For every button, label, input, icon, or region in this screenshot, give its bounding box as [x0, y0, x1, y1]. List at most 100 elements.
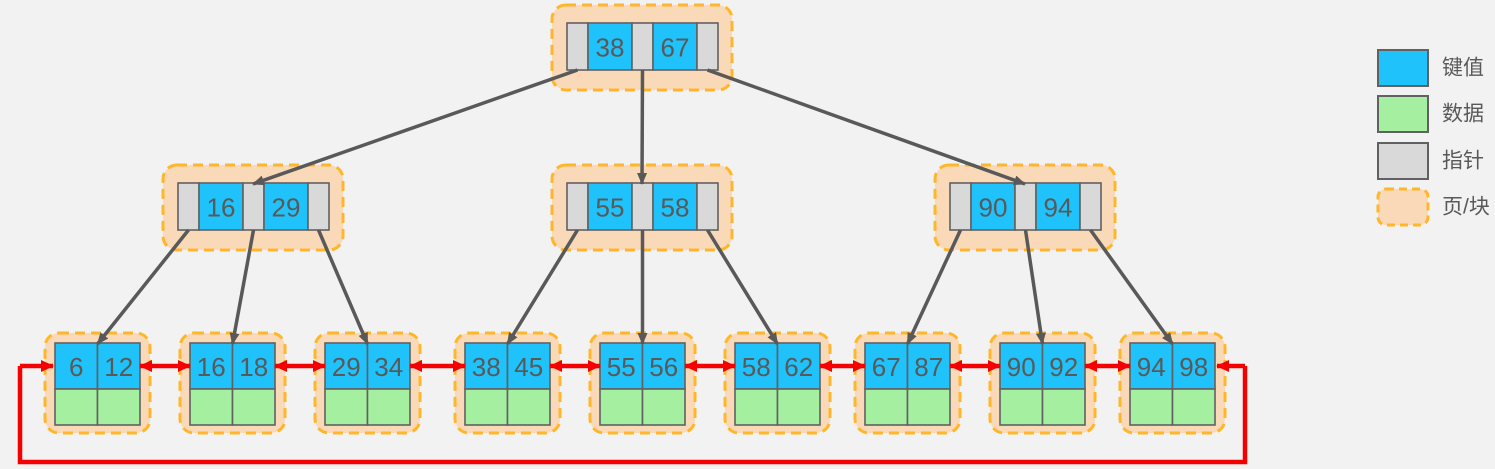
leaf-node-8: 94 98: [1118, 331, 1227, 435]
data-cell: [599, 388, 644, 426]
key-value: 90: [979, 193, 1008, 223]
key-value: 6: [69, 352, 83, 382]
legend-swatch-page: [1376, 187, 1430, 227]
data-cell: [864, 388, 909, 426]
pointer-cell: [1014, 182, 1037, 231]
internal-node-2: 90 94: [933, 163, 1117, 252]
tree-edge: [229, 229, 256, 345]
legend-label: 页/块: [1442, 196, 1490, 219]
key-value: 94: [1137, 352, 1166, 382]
key-value: 29: [332, 352, 361, 382]
key-value: 87: [914, 352, 943, 382]
legend-label: 指针: [1442, 150, 1484, 173]
key-value: 58: [742, 352, 771, 382]
legend-item-page: 页/块: [1376, 187, 1490, 227]
legend-label: 键值: [1442, 57, 1484, 80]
key-value: 16: [207, 193, 236, 223]
data-cell: [54, 388, 99, 426]
key-cell: [263, 182, 309, 231]
legend-item-data: 数据: [1377, 95, 1484, 133]
key-value: 12: [104, 352, 133, 382]
key-value: 38: [596, 33, 625, 63]
key-cell: [906, 342, 951, 390]
key-cell: [1035, 182, 1081, 231]
pointer-cell: [242, 182, 265, 231]
pointer-cell: [566, 22, 589, 71]
pointer-cell: [177, 182, 200, 231]
data-cell: [641, 388, 686, 426]
key-cell: [587, 22, 633, 71]
data-cell: [324, 388, 369, 426]
key-value: 55: [596, 193, 625, 223]
key-cell: [652, 182, 698, 231]
key-value: 67: [661, 33, 690, 63]
key-cell: [652, 22, 698, 71]
data-cell: [96, 388, 141, 426]
tree-edge: [1023, 229, 1046, 345]
key-value: 38: [472, 352, 501, 382]
legend-label: 数据: [1442, 103, 1484, 126]
tree-edge: [1089, 228, 1174, 346]
key-cell: [734, 342, 779, 390]
tree-edge: [706, 68, 1026, 186]
leaf-node-6: 67 87: [853, 331, 962, 435]
pointer-cell: [631, 182, 654, 231]
data-cell: [1171, 388, 1216, 426]
key-value: 94: [1044, 193, 1073, 223]
tree-edge: [96, 228, 190, 346]
data-cell: [464, 388, 509, 426]
key-value: 98: [1179, 352, 1208, 382]
data-cell: [189, 388, 234, 426]
leaf-node-5: 58 62: [723, 331, 832, 435]
data-cell: [1041, 388, 1086, 426]
leaf-node-0: 6 12: [43, 331, 152, 435]
key-cell: [1129, 342, 1174, 390]
pointer-cell: [949, 182, 972, 231]
legend-item-pointer: 指针: [1377, 142, 1484, 180]
pointer-cell: [696, 182, 719, 231]
key-value: 34: [374, 352, 403, 382]
key-cell: [776, 342, 821, 390]
leaf-node-4: 55 56: [588, 331, 697, 435]
key-value: 62: [784, 352, 813, 382]
pointer-cell: [566, 182, 589, 231]
key-value: 55: [607, 352, 636, 382]
key-value: 18: [239, 352, 268, 382]
tree-edge: [316, 229, 370, 345]
data-cell: [734, 388, 779, 426]
data-cell: [776, 388, 821, 426]
key-value: 29: [272, 193, 301, 223]
data-cell: [366, 388, 411, 426]
pointer-cell: [631, 22, 654, 71]
tree-edge: [637, 69, 648, 185]
pointer-cell: [1079, 182, 1102, 231]
tree-edge: [252, 68, 579, 186]
tree-edge: [706, 229, 779, 345]
data-cell: [906, 388, 951, 426]
key-value: 92: [1049, 352, 1078, 382]
leaf-loop-link: [17, 366, 1248, 465]
legend-swatch-pointer: [1377, 142, 1429, 180]
key-value: 56: [649, 352, 678, 382]
legend-item-key: 键值: [1377, 49, 1484, 87]
key-cell: [506, 342, 551, 390]
tree-edge: [506, 229, 579, 345]
key-cell: [1171, 342, 1216, 390]
data-cell: [231, 388, 276, 426]
data-cell: [999, 388, 1044, 426]
leaf-node-2: 29 34: [313, 331, 422, 435]
pointer-cell: [307, 182, 330, 231]
data-cell: [506, 388, 551, 426]
legend-swatch-key: [1377, 49, 1429, 87]
data-cell: [1129, 388, 1174, 426]
key-value: 67: [872, 352, 901, 382]
tree-edge: [905, 229, 963, 345]
key-value: 58: [661, 193, 690, 223]
